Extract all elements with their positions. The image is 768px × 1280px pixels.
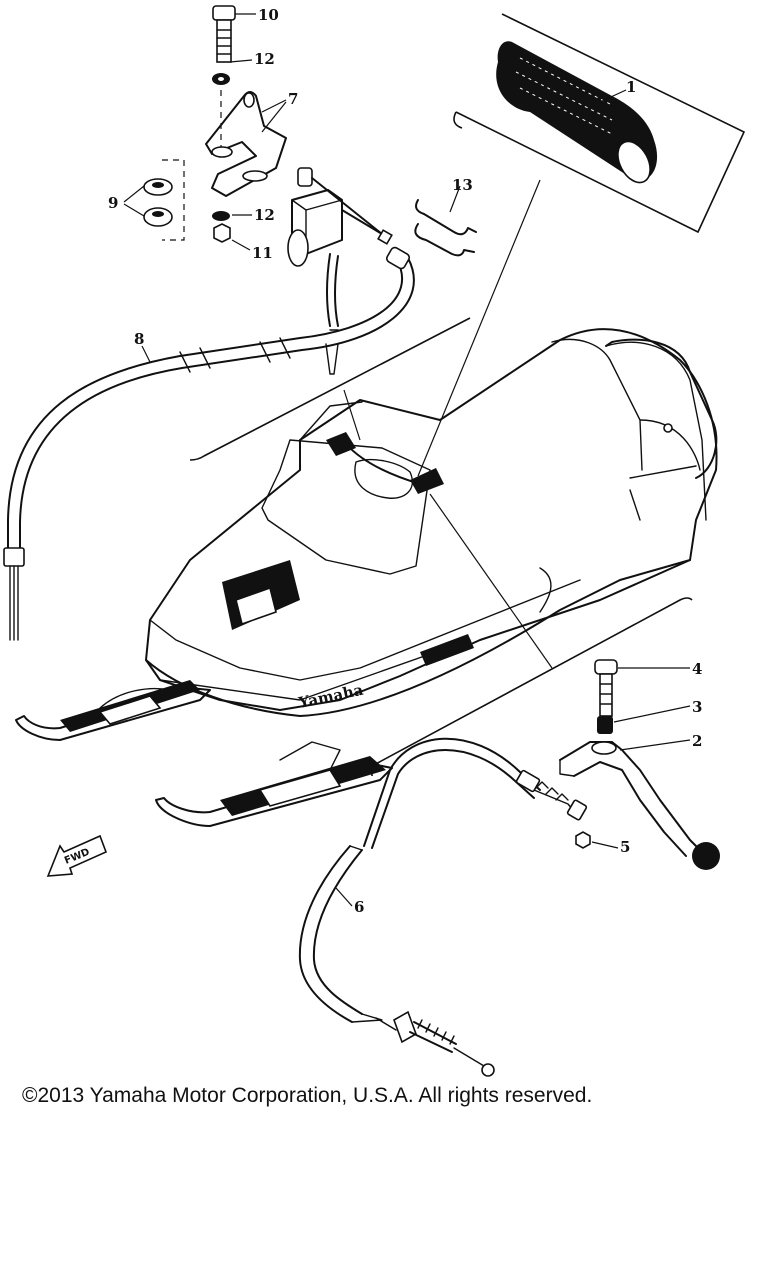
bolt-part-4: [594, 659, 618, 717]
callout-12-lower: 12: [254, 206, 275, 224]
grommet-part-9: [143, 178, 173, 227]
throttle-housing: [287, 167, 393, 375]
collar-part-3: [597, 716, 613, 734]
spring-clip-part-13: [414, 199, 477, 257]
washer-part-12-upper: [212, 73, 230, 85]
parts-diagram: Yamaha FWD: [3, 5, 746, 1077]
bolt-part-10: [212, 5, 236, 63]
callout-8: 8: [134, 330, 144, 348]
nut-part-5: [575, 831, 591, 849]
nut-part-11: [213, 223, 231, 243]
callout-11: 11: [252, 244, 273, 262]
right-ski: [155, 741, 393, 827]
grip-part-1: [453, 13, 746, 234]
callout-9: 9: [108, 194, 118, 212]
copyright-notice: ©2013 Yamaha Motor Corporation, U.S.A. A…: [22, 1084, 593, 1107]
callout-13: 13: [452, 176, 473, 194]
brake-cable-part-6: [298, 737, 588, 1077]
throttle-cable-part-8: [3, 246, 415, 641]
callout-7: 7: [288, 90, 298, 108]
callout-6: 6: [354, 898, 364, 916]
callout-10: 10: [258, 6, 279, 24]
callout-5: 5: [620, 838, 630, 856]
brake-lever-part-2: [559, 741, 720, 870]
handlebar: [326, 432, 444, 494]
callout-3: 3: [692, 698, 702, 716]
callout-2: 2: [692, 732, 702, 750]
snowmobile-body: Yamaha: [145, 328, 718, 717]
forward-arrow-icon: FWD: [46, 834, 108, 877]
bracket-part-7: [205, 91, 287, 197]
callout-12-upper: 12: [254, 50, 275, 68]
washer-part-12-lower: [212, 211, 230, 221]
callout-4: 4: [692, 660, 702, 678]
left-ski: [15, 680, 211, 741]
callout-1: 1: [626, 78, 636, 96]
